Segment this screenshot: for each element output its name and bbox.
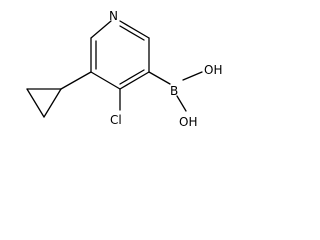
bond-c4-c5 (90, 71, 121, 90)
bond-c3-b (148, 71, 171, 85)
bond-b-oh-upper (182, 71, 203, 81)
chemical-structure: N Cl B OH OH (26, 9, 222, 129)
bond-cyclopropyl-c (43, 88, 62, 118)
bond-c3-c4 (119, 71, 150, 90)
boron-label: B (170, 84, 178, 98)
hydroxyl-lower-label: OH (179, 115, 197, 129)
double-bond-n-c2 (119, 25, 145, 41)
cyclopropyl-group (26, 71, 92, 118)
bond-c6-n (90, 20, 112, 39)
bond-ring-cyclopropyl (60, 71, 92, 90)
bond-n-c2 (119, 20, 150, 39)
double-bond-c3-c4 (119, 69, 145, 85)
bond-b-oh-lower (176, 95, 187, 112)
pyridine-ring (90, 20, 150, 90)
chlorine-label: Cl (110, 113, 122, 127)
hydroxyl-upper-label: OH (204, 63, 222, 77)
nitrogen-label: N (109, 9, 118, 23)
bond-cyclopropyl-b (26, 88, 45, 118)
boronic-acid-group (148, 71, 203, 112)
